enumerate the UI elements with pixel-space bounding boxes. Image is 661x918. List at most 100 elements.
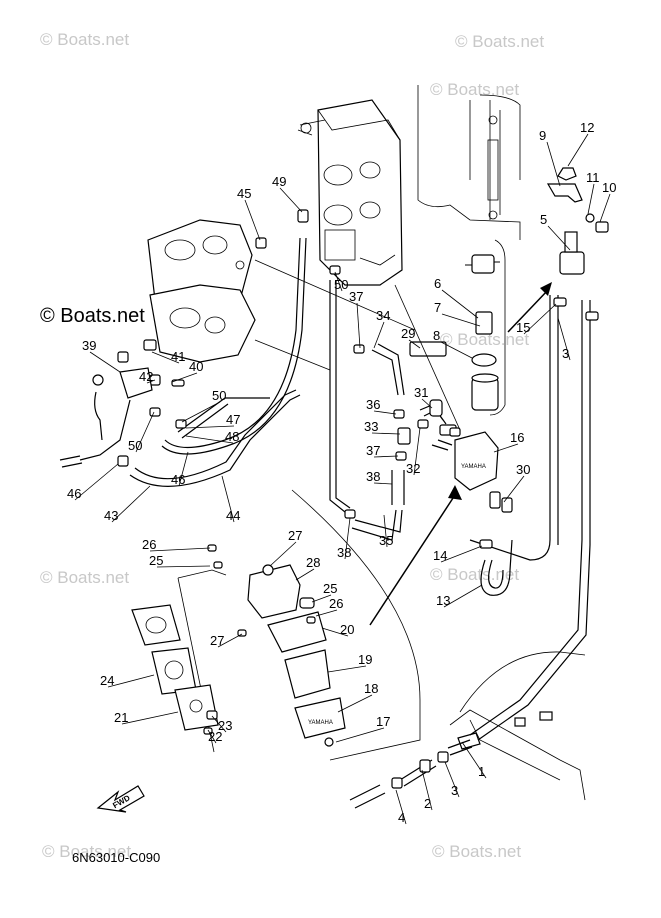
leader-line [185,435,234,444]
callout-4: 4 [398,810,405,825]
callout-26: 26 [142,537,156,552]
watermark-layer: © Boats.net © Boats.net © Boats.net © Boats… [40,30,544,861]
callout-7: 7 [434,300,441,315]
fittings-and-clamps [92,209,599,789]
callout-25: 25 [323,581,337,596]
callout-43: 43 [104,508,118,523]
leader-line [587,183,595,215]
callout-44: 44 [226,508,240,523]
leader-line [395,789,407,825]
carburetor-block [297,99,403,286]
callout-48: 48 [225,429,239,444]
callout-46: 46 [67,486,81,501]
callout-16: 16 [510,430,524,445]
callout-14: 14 [433,548,447,563]
callout-30: 30 [516,462,530,477]
callout-8: 8 [433,328,440,343]
watermark-text: © Boats.net [40,305,145,327]
leader-line [441,289,479,319]
callout-9: 9 [539,128,546,143]
callout-41: 41 [171,349,185,364]
leader-line [408,339,421,349]
leader-line [221,475,235,523]
leader-line [111,485,151,523]
leader-line [181,401,221,423]
lower-cowling [449,651,586,801]
callout-29: 29 [401,326,415,341]
callout-17: 17 [376,714,390,729]
watermark-text: © Boats.net [430,80,519,99]
fuel-pump-right: YAMAHA [439,424,501,509]
callout-39: 39 [82,338,96,353]
leader-line [269,541,297,567]
callout-34: 34 [376,308,390,323]
callout-32: 32 [406,461,420,476]
callout-3: 3 [451,783,458,798]
callout-11: 11 [586,170,600,185]
callout-25: 25 [149,553,163,568]
fuel-hoses [59,237,591,809]
callout-2: 2 [424,796,431,811]
pump-brand-exploded: YAMAHA [308,720,333,726]
leader-line [156,565,211,568]
leader-line [211,715,227,733]
leader-line [373,410,397,415]
watermark-text: © Boats.net [42,842,131,861]
leader-line [151,351,180,364]
leader-line [547,225,571,251]
callout-20: 20 [340,622,354,637]
leader-line [207,729,217,744]
leader-line [244,199,261,241]
callout-47: 47 [226,412,240,427]
leader-line [107,674,155,688]
leader-line [461,741,487,779]
leader-line [121,711,179,725]
callout-24: 24 [100,673,114,688]
callout-3: 3 [562,346,569,361]
leader-line [444,761,460,798]
callout-45: 45 [237,186,251,201]
pump-brand-right: YAMAHA [461,464,486,470]
leader-line [599,193,611,223]
leader-line [356,302,361,349]
fuel-pump-exploded: YAMAHA [131,544,346,753]
leader-line [557,317,571,361]
callout-23: 23 [218,718,232,733]
leader-line [295,568,315,581]
diagram-code: 6N63010-C090 [72,850,160,865]
callout-labels: 1233456789101112131415161718192021222324… [67,120,616,825]
callout-46: 46 [171,472,185,487]
callout-5: 5 [540,212,547,227]
leader-line [321,627,349,637]
callout-18: 18 [364,681,378,696]
leader-line [315,609,338,617]
watermark-text: © Boats.net [440,330,529,349]
leader-line [441,313,481,327]
leader-line [373,321,385,349]
fwd-arrow: FWD [96,785,145,813]
leader-line [327,665,367,673]
callout-12: 12 [580,120,594,135]
callout-37: 37 [366,443,380,458]
leader-line [413,427,421,476]
callout-13: 13 [436,593,450,608]
callout-6: 6 [434,276,441,291]
engine-block-outline [417,85,521,240]
leader-line [503,475,525,503]
callout-22: 22 [208,729,222,744]
watermark-text: © Boats.net [40,568,129,587]
leader-line [217,633,243,648]
callout-33: 33 [364,419,378,434]
leader-line [421,769,433,811]
callout-27: 27 [210,633,224,648]
callout-31: 31 [414,385,428,400]
leader-line [443,584,483,608]
leader-line [493,443,519,453]
watermark-text: © Boats.net [40,30,129,49]
watermark-text: © Boats.net [430,565,519,584]
leader-line [567,133,589,167]
leader-line [334,271,343,292]
callout-1: 1 [478,764,485,779]
leader-line [279,187,303,213]
leader-line [440,341,473,359]
